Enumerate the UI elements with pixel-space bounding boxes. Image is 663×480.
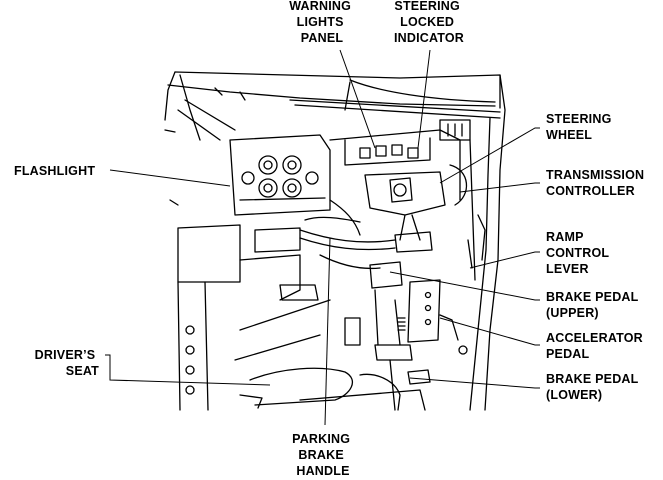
- leader-parking-brake: [324, 237, 331, 426]
- compartment-illustration: [164, 71, 506, 411]
- windshield-frame: [164, 71, 501, 141]
- label-warning-lights-panel: WARNING LIGHTS PANEL: [289, 0, 355, 45]
- leader-ramp-control: [469, 251, 540, 269]
- callout-labels: WARNING LIGHTS PANEL STEERING LOCKED IND…: [14, 0, 648, 478]
- label-steering-locked-indicator: STEERING LOCKED INDICATOR: [394, 0, 464, 45]
- label-brake-pedal-lower: BRAKE PEDAL (LOWER): [546, 372, 642, 402]
- label-parking-brake-handle: PARKING BRAKE HANDLE: [292, 432, 354, 478]
- label-drivers-seat: DRIVER’S SEAT: [35, 348, 99, 378]
- leader-brake-upper: [389, 271, 540, 301]
- leader-drivers-seat: [105, 354, 271, 386]
- leader-brake-lower: [409, 377, 540, 389]
- left-frame: [164, 129, 319, 411]
- leader-flashlight: [109, 169, 231, 187]
- floor: [234, 299, 426, 411]
- label-transmission-controller: TRANSMISSION CONTROLLER: [546, 168, 648, 198]
- leader-transmission: [459, 182, 540, 193]
- leader-steering-wheel: [439, 127, 540, 184]
- leader-accelerator: [439, 317, 540, 346]
- label-brake-pedal-upper: BRAKE PEDAL (UPPER): [546, 290, 642, 320]
- pedal-box: [344, 261, 468, 385]
- label-accelerator-pedal: ACCELERATOR PEDAL: [546, 331, 647, 361]
- right-pillar: [467, 74, 506, 411]
- leader-warning-lights: [339, 49, 376, 149]
- label-steering-wheel: STEERING WHEEL: [546, 112, 615, 142]
- steering-column: [364, 164, 468, 253]
- label-flashlight: FLASHLIGHT: [14, 164, 95, 178]
- leader-lines: [105, 49, 540, 426]
- label-ramp-control-lever: RAMP CONTROL LEVER: [546, 230, 613, 276]
- leader-steering-locked: [417, 49, 431, 149]
- wiring: [299, 199, 396, 270]
